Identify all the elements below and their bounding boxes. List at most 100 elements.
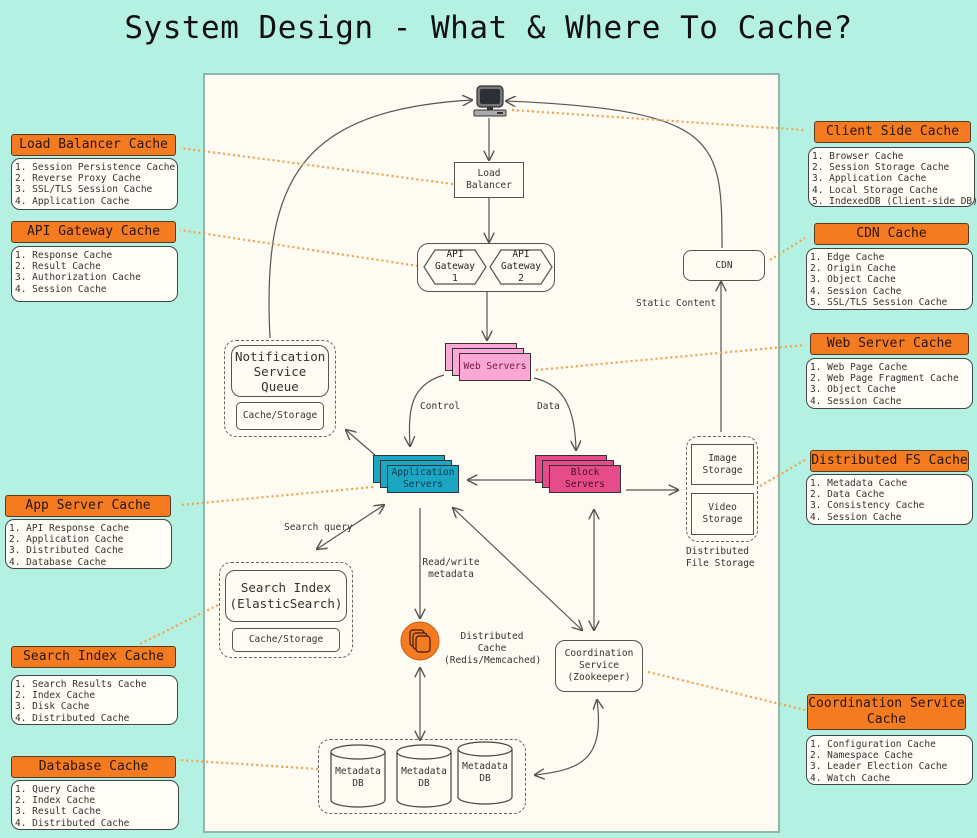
list-item: 2. Data Cache [810,489,885,501]
web-servers[interactable]: Web Servers [445,343,537,393]
search-query-label: Search query [284,522,353,533]
list-item: 3. Leader Election Cache [810,761,948,773]
list-item: 1. Session Persistence Cache [15,162,176,173]
list-item: 2. Result Cache [15,261,101,273]
list-item: 1. API Response Cache [9,523,130,534]
notification-cache[interactable]: Cache/Storage [236,402,324,430]
page-title: System Design - What & Where To Cache? [124,10,853,46]
cache-stack-icon [400,621,440,661]
list-item: 2. Web Page Fragment Cache [810,373,959,385]
web-servers-label: Web Servers [463,361,527,372]
read-write-label: Read/write metadata [422,557,480,580]
list-item: 3. Authorization Cache [15,272,141,284]
search-group [219,562,353,658]
api-gateway-2-label: API Gateway 2 [500,249,542,284]
app-server-cache-title: App Server Cache [5,495,171,517]
search-cache-label: Cache/Storage [248,634,324,645]
application-servers[interactable]: Application Servers [373,455,465,505]
list-item: 2. Index Cache [15,795,96,807]
block-server-card [549,465,621,493]
app-server-cache-list: 1. API Response Cache 2. Application Cac… [5,519,172,569]
coordination-service[interactable]: Coordination Service (Zookeeper) [555,640,643,692]
client-side-cache-title: Client Side Cache [814,121,971,143]
list-item: 1. Web Page Cache [810,362,908,373]
api-gateway-2[interactable]: API Gateway 2 [489,249,553,285]
list-item: 3. Result Cache [15,806,101,818]
metadata-db-2[interactable]: Metadata DB [395,744,453,808]
image-storage-label: Image Storage [702,452,743,476]
distributed-cache-label: Distributed Cache (Redis/Memcached) [444,631,542,666]
list-item: 3. Disk Cache [15,701,90,713]
metadata-db-label: Metadata DB [462,761,508,784]
database-icon [330,744,386,808]
cdn-label: CDN [715,259,733,271]
list-item: 1. Configuration Cache [810,739,936,750]
list-item: 3. Object Cache [810,384,896,396]
list-item: 2. Namespace Cache [810,750,913,762]
database-cache-list: 1. Query Cache 2. Index Cache 3. Result … [11,780,179,830]
list-item: 2. Reverse Proxy Cache [15,173,141,185]
api-gateway-cache-title: API Gateway Cache [11,221,176,243]
api-gateway-1-label: API Gateway 1 [434,249,476,284]
notification-queue[interactable]: Notification Service Queue [231,345,329,397]
distributed-cache-node[interactable] [400,621,440,661]
load-balancer-cache-title: Load Balancer Cache [11,134,176,156]
load-balancer[interactable]: Load Balancer [454,162,524,198]
block-servers-label: Block Servers [564,467,606,490]
api-gateway-1[interactable]: API Gateway 1 [423,249,487,285]
list-item: 3. SSL/TLS Session Cache [15,184,153,196]
data-label: Data [537,401,560,412]
database-icon [457,741,513,805]
search-index[interactable]: Search Index (ElasticSearch) [225,570,347,622]
list-item: 1. Metadata Cache [810,478,908,489]
cdn-node[interactable]: CDN [683,250,765,281]
list-item: 4. Distributed Cache [15,712,130,724]
list-item: 1. Browser Cache [812,151,904,162]
static-content-label: Static Content [636,298,717,309]
list-item: 3. Object Cache [810,274,896,286]
distributed-fs-cache-title: Distributed FS Cache [810,450,969,472]
notification-queue-label: Notification Service Queue [235,348,326,394]
cdn-cache-title: CDN Cache [814,223,969,245]
web-server-card [459,353,531,381]
list-item: 2. Origin Cache [810,263,896,275]
metadata-db-3[interactable]: Metadata DB [456,741,514,805]
notification-group [224,340,336,437]
coordination-cache-list: 1. Configuration Cache 2. Namespace Cach… [806,735,973,785]
web-server-cache-list: 1. Web Page Cache 2. Web Page Fragment C… [806,358,973,409]
search-index-cache-list: 1. Search Results Cache 2. Index Cache 3… [11,675,178,725]
metadata-db-1[interactable]: Metadata DB [329,744,387,808]
web-server-cache-title: Web Server Cache [810,333,969,355]
list-item: 3. Application Cache [812,173,927,185]
metadata-db-label: Metadata DB [401,766,447,789]
metadata-db-group [318,739,526,814]
coordination-service-label: Coordination Service (Zookeeper) [564,648,634,683]
list-item: 4. Session Cache [810,395,902,407]
search-index-label: Search Index (ElasticSearch) [229,580,343,611]
app-server-card [387,465,459,493]
coordination-cache-title: Coordination Service Cache [807,694,966,730]
app-servers-label: Application Servers [391,467,455,490]
load-balancer-label: Load Balancer [466,168,512,191]
dfs-group [686,436,758,542]
cdn-cache-list: 1. Edge Cache 2. Origin Cache 3. Object … [806,248,973,310]
list-item: 4. Application Cache [15,195,130,207]
list-item: 4. Session Cache [810,285,902,297]
database-icon [396,744,452,808]
list-item: 3. Distributed Cache [9,545,124,557]
search-cache[interactable]: Cache/Storage [232,628,340,652]
list-item: 5. SSL/TLS Session Cache [810,296,948,308]
list-item: 5. IndexedDB (Client-side DB) [812,195,977,207]
client-side-cache-list: 1. Browser Cache 2. Session Storage Cach… [808,147,977,207]
api-gateway-cache-list: 1. Response Cache 2. Result Cache 3. Aut… [11,246,178,302]
client-computer[interactable] [473,85,507,117]
video-storage[interactable]: Video Storage [691,493,754,535]
image-storage[interactable]: Image Storage [691,444,754,485]
distributed-fs-cache-list: 1. Metadata Cache 2. Data Cache 3. Consi… [806,474,973,525]
list-item: 4. Watch Cache [810,772,891,784]
list-item: 2. Application Cache [9,534,124,546]
block-servers[interactable]: Block Servers [535,455,627,505]
list-item: 2. Session Storage Cache [812,162,950,174]
database-cache-title: Database Cache [11,756,176,778]
control-label: Control [420,401,461,412]
